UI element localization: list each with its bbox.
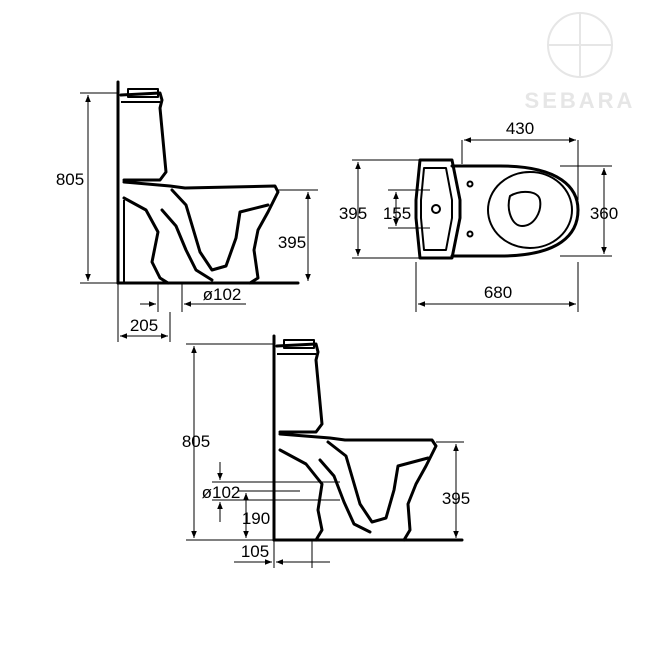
bowl-interior	[170, 188, 270, 272]
tank-lid-outline	[420, 167, 453, 251]
flush-button	[127, 88, 159, 98]
dim-395-top-view-label: 395	[339, 204, 367, 223]
tank-top-outline	[414, 158, 462, 260]
flush-button-icon	[431, 204, 441, 214]
dim-395-label: 395	[278, 233, 306, 252]
cistern-outline	[119, 91, 168, 182]
trap-front	[122, 196, 170, 285]
dim-805-bottom-label: 805	[182, 432, 210, 451]
dim-395-bottom-label: 395	[442, 489, 470, 508]
watermark-cross-icon	[548, 13, 612, 77]
flush-button-bottom	[283, 339, 315, 349]
dim-805-label: 805	[56, 170, 84, 189]
trap-channel-bottom	[318, 458, 372, 534]
hinge-hole-top-icon	[466, 180, 474, 188]
bowl-outline	[122, 180, 280, 285]
dim-430-label: 430	[506, 119, 534, 138]
dim-155-label: 155	[383, 204, 411, 223]
dim-360-label: 360	[590, 204, 618, 223]
bowl-interior-bottom	[326, 440, 430, 524]
hinge-hole-bottom-icon	[466, 230, 474, 238]
bowl-outline-bottom	[278, 432, 438, 542]
dim-205-label: 205	[130, 316, 158, 335]
dim-102-label: ø102	[203, 285, 242, 304]
seat-opening	[487, 171, 573, 249]
dim-102-bottom-label: ø102	[202, 483, 241, 502]
side-view-left: 805 395 ø102 205	[56, 80, 318, 342]
trap-front-bottom	[278, 448, 324, 542]
cistern-outline-bottom	[275, 342, 324, 434]
watermark-text: SEBARA	[525, 88, 636, 113]
dim-190-label: 190	[242, 509, 270, 528]
top-view: 430 395 155 360 680	[339, 119, 618, 312]
dim-680-label: 680	[484, 283, 512, 302]
trap-channel	[160, 208, 214, 282]
bowl-top-outline	[450, 164, 580, 258]
dim-105-label: 105	[241, 542, 269, 561]
water-area	[507, 190, 542, 227]
side-view-bottom: 805 ø102 190 395 105	[182, 334, 470, 568]
brand-watermark: SEBARA	[525, 12, 636, 113]
